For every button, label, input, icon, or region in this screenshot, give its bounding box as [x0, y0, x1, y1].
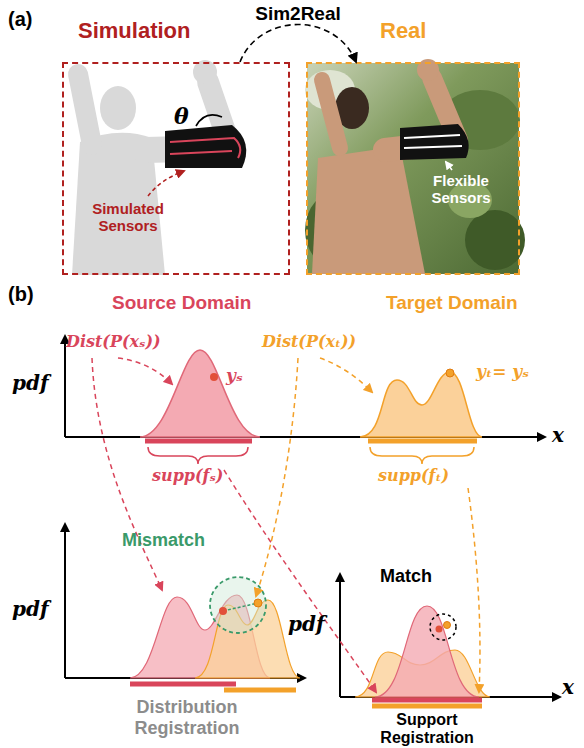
- real-sleeve: [400, 124, 469, 160]
- sample-label: yₛ: [226, 366, 243, 386]
- angle-symbol: θ: [174, 104, 189, 129]
- panel-tag: (b): [8, 283, 34, 306]
- distribution-label: Dist(P(xₛ)): [66, 333, 161, 351]
- method-label: Distribution Registration: [112, 697, 262, 738]
- sensor-label: Simulated Sensors: [76, 200, 180, 235]
- support-bar: [372, 704, 482, 709]
- axes: [65, 336, 545, 437]
- sensor-label: Flexible Sensors: [406, 172, 516, 207]
- sample-point: [254, 599, 262, 607]
- axis-label: x: [562, 676, 574, 699]
- support-label: supp(fₜ): [378, 467, 449, 485]
- real-panel: RealFlexible Sensors: [306, 62, 520, 275]
- sample-point: [219, 607, 227, 615]
- axis-label: pdf: [12, 372, 49, 395]
- axis-label: x: [552, 424, 564, 447]
- person: [312, 59, 458, 274]
- support-brace: [148, 447, 248, 464]
- mapping-arrow: [224, 470, 376, 692]
- simulation-panel: SimulationθSimulated Sensors: [62, 62, 290, 275]
- axis-label: pdf: [12, 598, 49, 621]
- match-label: Match: [380, 566, 432, 587]
- distribution-label: Dist(P(xₜ)): [262, 333, 356, 351]
- edge-label: Sim2Real: [255, 4, 341, 25]
- sensor-leader: [148, 171, 184, 196]
- mismatch-link: [223, 603, 258, 611]
- mapping-arrow: [92, 358, 162, 590]
- support-bar: [372, 698, 482, 703]
- source-distribution: [375, 606, 479, 697]
- sensor-leader: [446, 162, 452, 170]
- mapping-arrow: [118, 358, 172, 384]
- method-label: Support Registration: [362, 711, 492, 748]
- panel-tag: (a): [8, 8, 32, 31]
- sample-label: yₜ= yₛ: [476, 362, 529, 382]
- mismatch-label: Mismatch: [122, 530, 205, 551]
- support-brace: [370, 447, 474, 464]
- axes: [340, 574, 560, 697]
- axis-label: pdf: [288, 613, 325, 636]
- panel-heading: Simulation: [78, 18, 190, 43]
- sample-point: [444, 622, 451, 629]
- panel-heading: Real: [380, 18, 426, 43]
- mapping-arrow: [256, 358, 298, 596]
- support-bar: [224, 688, 296, 693]
- target-distribution: [360, 372, 482, 437]
- support-bar: [145, 439, 252, 444]
- source-distribution: [140, 350, 260, 437]
- transfer-arrow: [240, 25, 356, 63]
- angle-arc: [196, 115, 222, 126]
- sample-point: [436, 626, 443, 633]
- support-bar: [368, 439, 477, 444]
- mapping-arrow: [320, 358, 372, 392]
- sample-point: [210, 373, 218, 381]
- domain-title: Source Domain: [112, 292, 251, 314]
- axes: [65, 524, 305, 678]
- match-circle: [430, 614, 456, 640]
- simulated-sleeve: [165, 125, 246, 168]
- mapping-arrow: [468, 488, 480, 692]
- support-bar: [130, 682, 236, 687]
- domain-title: Target Domain: [386, 292, 518, 314]
- sample-point: [446, 369, 454, 377]
- mismatch-circle: [210, 577, 266, 633]
- support-label: supp(fₛ): [152, 467, 223, 485]
